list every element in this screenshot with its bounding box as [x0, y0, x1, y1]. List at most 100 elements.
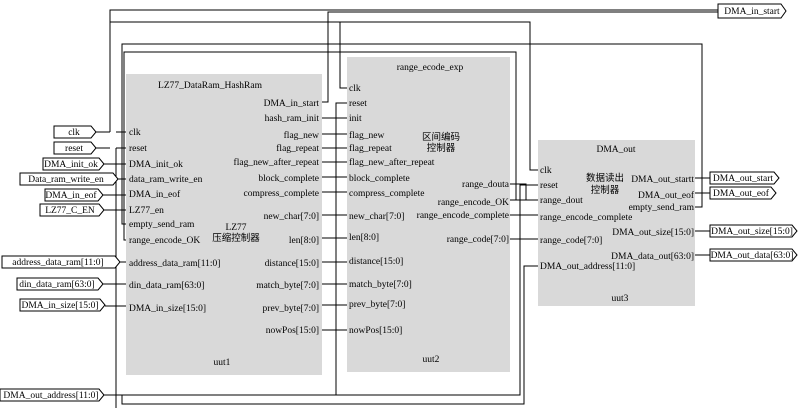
- input-port-dma-in-eof-label: DMA_in_eof: [45, 190, 97, 201]
- uut1-title: LZ77_DataRam_HashRam: [158, 81, 263, 91]
- input-port-clk: [53, 125, 97, 139]
- uut1-desc-2: 压缩控制器: [212, 232, 260, 244]
- uut2-pin-distance: distance[15:0]: [349, 257, 403, 267]
- uut1-desc-1: LZ77: [225, 223, 246, 233]
- uut1-pin-flag-new-after-repeat: flag_new_after_repeat: [234, 157, 320, 168]
- uut1-pin-distance: distance[15:0]: [265, 259, 319, 269]
- uut3-pin-clk: clk: [540, 166, 552, 176]
- uut1-pin-empty-send-ram: empty_send_ram: [129, 220, 195, 230]
- uut1-block: [126, 74, 322, 375]
- wires: [96, 9, 718, 408]
- uut2-pin-compress-complete: compress_complete: [349, 189, 424, 199]
- uut1-pin-flag-repeat: flag_repeat: [276, 143, 319, 154]
- uut2-pin-range-encode-ok: range_encode_OK: [438, 198, 509, 208]
- output-port-dma-out-start-label: DMA_out_start: [713, 174, 774, 184]
- uut3-pin-range-dout: range_dout: [540, 196, 583, 206]
- uut2-pin-prev-byte: prev_byte[7:0]: [349, 300, 405, 310]
- input-port-address-data-ram: [1, 255, 121, 269]
- input-port-clk-label: clk: [68, 128, 80, 138]
- output-port-dma-out-eof: [709, 186, 777, 200]
- uut3-desc-1: 数据读出: [586, 172, 624, 184]
- uut2-pin-reset: reset: [349, 99, 367, 109]
- uut1-pin-din-data-ram: din_data_ram[63:0]: [129, 281, 204, 291]
- uut2-pin-range-code: range_code[7:0]: [447, 235, 509, 245]
- uut2-block: [347, 57, 510, 372]
- uut3-pin-dma-out-startt: DMA_out_startt: [631, 175, 694, 185]
- uut1-pin-clk: clk: [129, 128, 141, 138]
- uut1-pin-dma-in-size: DMA_in_size[15:0]: [129, 304, 206, 314]
- uut2-instance: uut2: [423, 355, 440, 365]
- uut1-pin-address-data-ram: address_data_ram[11:0]: [129, 259, 220, 269]
- input-port-lz77-c-en: [39, 203, 105, 217]
- uut1-instance: uut1: [214, 358, 231, 368]
- uut1-pin-reset: reset: [129, 144, 147, 154]
- uut1-pin-new-char: new_char[7:0]: [264, 212, 319, 222]
- uut3-pin-dma-out-address: DMA_out_address[11:0]: [540, 262, 635, 272]
- output-port-dma-in-start-label: DMA_in_start: [724, 7, 780, 17]
- output-port-dma-out-size-label: DMA_out_size[15:0]: [711, 227, 793, 237]
- input-port-dma-out-address-label: DMA_out_address[11:0]: [3, 391, 98, 401]
- uut2-pin-range-douta: range_douta: [462, 180, 510, 190]
- output-port-dma-in-start: [717, 3, 787, 19]
- uut2-pin-len: len[8:0]: [349, 233, 379, 243]
- input-port-dma-in-size: [19, 298, 106, 312]
- uut1-pin-block-complete: block_complete: [258, 174, 319, 184]
- input-port-reset: [53, 141, 97, 155]
- uut2-desc-2: 控制器: [427, 142, 456, 154]
- uut3-pin-empty-send-ram: empty_send_ram: [629, 203, 695, 213]
- uut3-desc-2: 控制器: [591, 184, 620, 196]
- input-port-dma-in-eof: [44, 188, 104, 202]
- uut1-pin-data-ram-write-en: data_ram_write_en: [129, 175, 203, 185]
- uut2-pin-match-byte: match_byte[7:0]: [349, 280, 412, 290]
- uut3-pin-dma-out-eof: DMA_out_eof: [638, 190, 695, 201]
- uut2-pin-flag-new: flag_new: [349, 130, 384, 141]
- output-port-dma-out-data-label: DMA_out_data[63:0]: [711, 251, 794, 261]
- uut1-pin-dma-in-start: DMA_in_start: [264, 99, 320, 109]
- uut2-pin-range-encode-complete: range_encode_complete: [417, 211, 509, 221]
- uut2-pin-init: init: [349, 114, 362, 124]
- input-port-dma-init-ok-label: DMA_init_ok: [44, 160, 98, 170]
- uut1-pin-compress-complete: compress_complete: [244, 189, 319, 199]
- uut3-pin-dma-data-out: DMA_data_out[63:0]: [611, 252, 694, 262]
- uut2-pin-flag-repeat: flag_repeat: [349, 143, 392, 154]
- uut1-pin-range-encode-ok: range_encode_OK: [129, 236, 200, 246]
- uut3-block: [538, 140, 695, 306]
- input-port-din-data-ram-label: din_data_ram[63:0]: [19, 280, 94, 290]
- uut1-pin-lz77-en: LZ77_en: [129, 206, 164, 216]
- uut2-pin-new-char: new_char[7:0]: [349, 212, 404, 222]
- uut2-pin-block-complete: block_complete: [349, 174, 410, 184]
- input-port-din-data-ram: [16, 277, 104, 291]
- uut1-pin-hash-ram-init: hash_ram_init: [265, 114, 320, 124]
- uut2-pin-nowpos: nowPos[15:0]: [349, 326, 402, 336]
- uut3-title: DMA_out: [596, 145, 635, 155]
- output-port-dma-out-eof-label: DMA_out_eof: [713, 188, 770, 199]
- uut2-title: range_ecode_exp: [397, 63, 464, 73]
- uut2-pin-flag-new-after-repeat: flag_new_after_repeat: [349, 157, 435, 168]
- uut3-pin-range-encode-complete: range_encode_complete: [540, 213, 632, 223]
- uut3-pin-dma-out-size: DMA_out_size[15:0]: [612, 228, 694, 238]
- uut1-pin-nowpos: nowPos[15:0]: [266, 326, 319, 336]
- uut1-pin-prev-byte: prev_byte[7:0]: [263, 304, 319, 314]
- input-port-dma-out-address: [0, 388, 105, 402]
- input-port-lz77-c-en-label: LZ77_C_EN: [45, 206, 95, 216]
- input-port-address-data-ram-label: address_data_ram[11:0]: [12, 258, 103, 268]
- uut3-instance: uut3: [612, 294, 629, 304]
- output-port-dma-out-start: [709, 171, 780, 185]
- uut3-pin-range-code: range_code[7:0]: [540, 236, 602, 246]
- uut2-pin-clk: clk: [349, 84, 361, 94]
- input-port-dma-in-size-label: DMA_in_size[15:0]: [21, 301, 98, 311]
- output-port-dma-out-data: [709, 248, 798, 262]
- input-port-dma-init-ok: [42, 157, 105, 171]
- uut2-desc-1: 区间编码: [422, 131, 460, 143]
- uut1-pin-flag-new: flag_new: [284, 130, 319, 141]
- input-port-reset-label: reset: [65, 144, 83, 154]
- uut3-pin-reset: reset: [540, 181, 558, 191]
- input-port-data-ram-write-en-label: Data_ram_write_en: [28, 175, 104, 185]
- uut1-pin-match-byte: match_byte[7:0]: [256, 281, 319, 291]
- input-port-data-ram-write-en: [19, 172, 119, 186]
- uut1-pin-len: len[8:0]: [289, 236, 319, 246]
- output-port-dma-out-size: [709, 224, 798, 238]
- uut1-pin-dma-init-ok: DMA_init_ok: [129, 160, 183, 170]
